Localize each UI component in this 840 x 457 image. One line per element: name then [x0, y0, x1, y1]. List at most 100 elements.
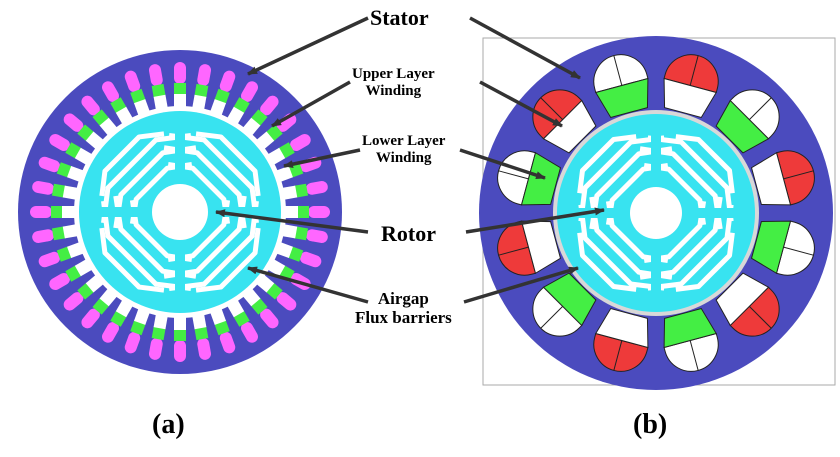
slot-coil-lower	[287, 246, 304, 262]
slot-coil-upper	[276, 113, 297, 132]
stator-slot	[148, 313, 168, 360]
label-lower-layer-line1: Lower Layer	[362, 133, 446, 149]
stator-slot	[226, 299, 258, 343]
slot-coil-lower	[151, 83, 166, 98]
slot-divider	[783, 246, 814, 256]
slot-coil-upper	[241, 322, 258, 343]
flux-barrier	[578, 135, 665, 222]
slot-opening	[62, 224, 79, 239]
slot-coil-upper	[219, 331, 236, 354]
slot-coil-upper	[260, 95, 279, 116]
slot-coil-upper	[32, 229, 55, 244]
slot-divider	[498, 246, 529, 256]
label-lower-layer: Lower Layer Winding	[362, 133, 445, 166]
motor-b	[479, 36, 833, 390]
stator-slot	[281, 180, 328, 200]
slot-coil-upper	[308, 206, 330, 218]
slot-coil-lower	[297, 206, 309, 218]
slot-coil-lower	[130, 88, 146, 105]
slot-coil-lower	[51, 183, 66, 198]
slot-coil-upper	[593, 332, 649, 372]
stator-slot	[174, 62, 186, 108]
stator-slot	[192, 313, 212, 360]
slot-coil-upper	[663, 332, 719, 372]
flux-barrier	[675, 134, 735, 194]
flux-barrier	[647, 135, 734, 222]
slot-coil-upper	[38, 156, 61, 173]
label-airgap-line2: Flux barriers	[355, 307, 452, 327]
stator-slot	[32, 224, 79, 244]
slot-coil-upper	[148, 337, 163, 360]
arrow-stator-b	[469, 16, 581, 80]
stator-slot	[30, 206, 76, 218]
slot-coil-lower	[130, 319, 146, 336]
slot-coil-lower	[174, 83, 186, 95]
slot-coil-upper	[148, 64, 163, 87]
slot-coil-lower	[520, 220, 562, 275]
slot-opening	[192, 313, 207, 330]
stator-slot	[192, 64, 212, 111]
slot-divider	[783, 170, 814, 180]
stator-slot	[532, 272, 597, 337]
stator-slot	[593, 307, 649, 372]
slot-opening	[62, 185, 79, 200]
slot-coil-upper	[30, 206, 52, 218]
slot-opening	[174, 316, 186, 330]
slot-coil-upper	[124, 70, 141, 93]
arrow-rotor-a	[215, 209, 369, 234]
stator-slot	[275, 241, 322, 268]
stator-slot	[497, 220, 562, 276]
stator-slot	[715, 272, 780, 337]
label-lower-layer-line2: Winding	[375, 149, 432, 166]
slot-coil-lower	[715, 99, 770, 154]
stator-slot	[38, 241, 85, 268]
slot-divider	[689, 340, 699, 371]
slot-opening	[192, 94, 207, 111]
slot-coil-lower	[542, 99, 597, 154]
slot-coil-upper	[305, 180, 328, 195]
flux-barrier	[577, 232, 637, 292]
arrow-airgap-a	[247, 266, 369, 304]
slot-coil-lower	[663, 77, 718, 119]
label-airgap: Airgap Flux barriers	[355, 289, 452, 327]
slot-coil-upper	[663, 54, 719, 94]
slot-coil-upper	[174, 62, 186, 84]
slot-opening	[281, 185, 298, 200]
flux-barrier	[647, 204, 734, 291]
slot-coil-upper	[174, 340, 186, 362]
slot-opening	[153, 313, 168, 330]
label-rotor: Rotor	[381, 221, 436, 246]
slot-coil-lower	[214, 319, 230, 336]
slot-opening	[153, 94, 168, 111]
slot-coil-lower	[750, 151, 792, 206]
slot-coil-upper	[593, 54, 649, 94]
stator-slot	[715, 89, 780, 154]
slot-divider	[540, 305, 564, 329]
slot-opening	[284, 206, 298, 218]
arrow-stator-a	[247, 16, 369, 76]
stator-slot	[593, 54, 649, 119]
slot-coil-lower	[174, 329, 186, 341]
slot-divider	[748, 97, 772, 121]
arrow-rotor-b	[465, 207, 605, 234]
slot-coil-upper	[197, 337, 212, 360]
stator-slot	[532, 89, 597, 154]
slot-coil-upper	[38, 251, 61, 268]
slot-coil-upper	[260, 308, 279, 329]
stator-slot	[281, 224, 328, 244]
label-upper-layer-line1: Upper Layer	[352, 66, 435, 82]
slot-coil-lower	[294, 226, 309, 241]
slot-coil-upper	[32, 180, 55, 195]
label-upper-layer: Upper Layer Winding	[352, 66, 435, 99]
stator-slot	[63, 113, 105, 150]
flux-barrier	[577, 134, 637, 194]
slot-coil-upper	[219, 70, 236, 93]
slot-coil-upper	[49, 134, 70, 151]
slot-coil-lower	[151, 326, 166, 341]
slot-coil-lower	[56, 162, 73, 178]
slot-coil-upper	[102, 81, 120, 102]
slot-divider	[613, 340, 623, 371]
flux-barrier	[675, 232, 735, 292]
flux-barrier	[578, 204, 665, 291]
stator-slot	[663, 54, 719, 119]
